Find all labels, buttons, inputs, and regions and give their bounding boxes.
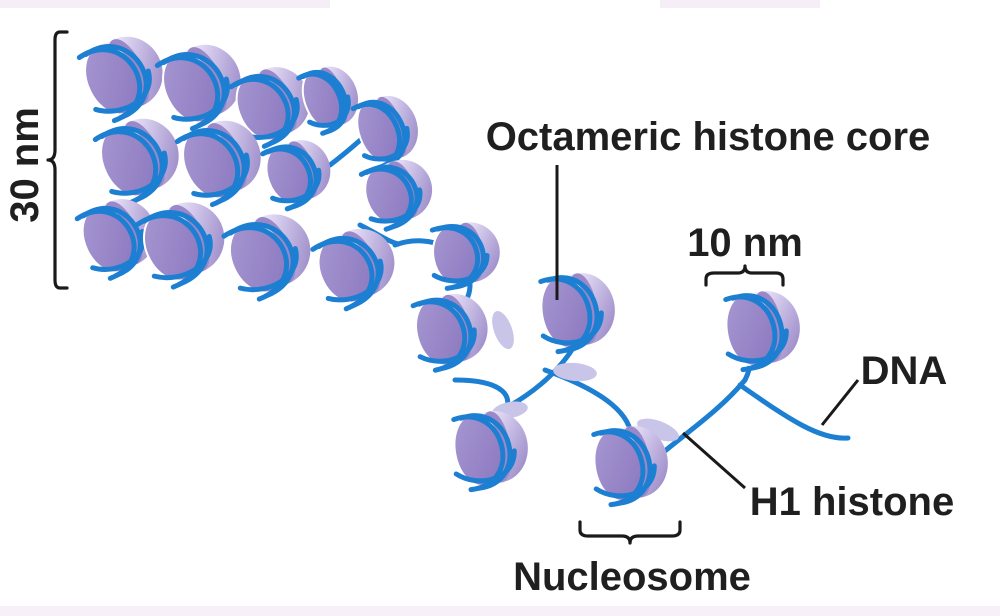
dna-wrap bbox=[417, 327, 477, 364]
dna-wrap bbox=[540, 310, 604, 346]
dna-wrap bbox=[458, 413, 513, 491]
label-h1-histone: H1 histone bbox=[750, 480, 954, 524]
dna-wrap bbox=[234, 74, 297, 146]
dna-wrap bbox=[181, 128, 247, 205]
dna-wrap bbox=[364, 164, 420, 230]
label-octameric-core: Octameric histone core bbox=[486, 115, 931, 159]
corner-tint bbox=[660, 0, 820, 8]
nucleosome bbox=[310, 228, 395, 312]
label-dna: DNA bbox=[861, 349, 948, 393]
dna-wrap bbox=[161, 52, 227, 129]
dna-wrap bbox=[316, 236, 381, 309]
corner-tint bbox=[0, 606, 1000, 616]
dna-wrap bbox=[300, 70, 349, 135]
nucleosome bbox=[92, 118, 179, 206]
scale-bracket-30nm bbox=[46, 30, 69, 290]
dna-wrap bbox=[730, 293, 785, 371]
nucleosome bbox=[350, 95, 418, 170]
label-10nm: 10 nm bbox=[687, 221, 803, 265]
dna-wrap bbox=[270, 167, 322, 204]
nucleosome bbox=[174, 120, 261, 208]
dna-wrap bbox=[325, 258, 384, 303]
nucleosome bbox=[538, 272, 615, 355]
dna-wrap bbox=[227, 222, 296, 299]
dna-wrap bbox=[171, 76, 230, 122]
nucleosome bbox=[451, 410, 528, 493]
h1-histone-blob bbox=[553, 362, 597, 382]
label-nucleosome: Nucleosome bbox=[513, 555, 751, 599]
dna-wrap bbox=[431, 252, 490, 284]
nucleosome bbox=[410, 294, 488, 373]
dna-wrap bbox=[109, 150, 168, 196]
dna-wrap bbox=[361, 125, 410, 162]
nucleosome bbox=[221, 214, 311, 302]
nucleosome bbox=[135, 202, 225, 290]
nucleosome bbox=[74, 199, 156, 281]
dna-wrap bbox=[598, 428, 653, 506]
label-30nm: 30 nm bbox=[3, 107, 47, 223]
nucleosome bbox=[429, 222, 500, 291]
dna-wrap bbox=[545, 275, 600, 353]
dna-wrap bbox=[151, 234, 213, 281]
nucleosome bbox=[358, 159, 433, 232]
scale-bracket-10nm bbox=[704, 264, 785, 287]
nucleosome-fiber bbox=[74, 36, 800, 508]
dna-wrap bbox=[593, 463, 657, 499]
corner-tint bbox=[0, 0, 330, 8]
nucleosome bbox=[154, 44, 241, 132]
dna-wrap bbox=[99, 126, 165, 203]
nucleosome bbox=[723, 290, 800, 373]
dna-wrap bbox=[237, 246, 299, 293]
nucleosome bbox=[296, 66, 359, 136]
linker-dna-segment bbox=[657, 377, 748, 458]
h1-histones bbox=[492, 310, 679, 442]
dna-wrap bbox=[307, 94, 351, 128]
dna-wrap bbox=[191, 152, 250, 198]
leader-h1-histone bbox=[682, 431, 746, 490]
dna-wrap bbox=[416, 297, 474, 372]
nucleosome bbox=[228, 67, 310, 149]
dna-wrap bbox=[368, 187, 423, 224]
dna-wrap bbox=[93, 68, 152, 114]
dna-wrap bbox=[453, 448, 517, 484]
scale-bracket-nucleosome bbox=[578, 520, 682, 545]
dna-free-end bbox=[737, 382, 851, 441]
nucleosome bbox=[76, 36, 163, 124]
dna-wrap bbox=[355, 99, 408, 169]
dna-wrap bbox=[435, 224, 486, 290]
nucleosome bbox=[260, 140, 331, 212]
h1-histone-blob bbox=[492, 310, 514, 350]
dna-wrap bbox=[80, 206, 143, 278]
dna-wrap bbox=[725, 328, 789, 364]
h1-histone-blob bbox=[637, 418, 679, 442]
nucleosome bbox=[591, 425, 668, 508]
dna-wrap bbox=[141, 210, 210, 287]
dna-wrap bbox=[83, 44, 149, 121]
leader-dna bbox=[820, 379, 860, 426]
dna-wrap bbox=[265, 144, 319, 210]
